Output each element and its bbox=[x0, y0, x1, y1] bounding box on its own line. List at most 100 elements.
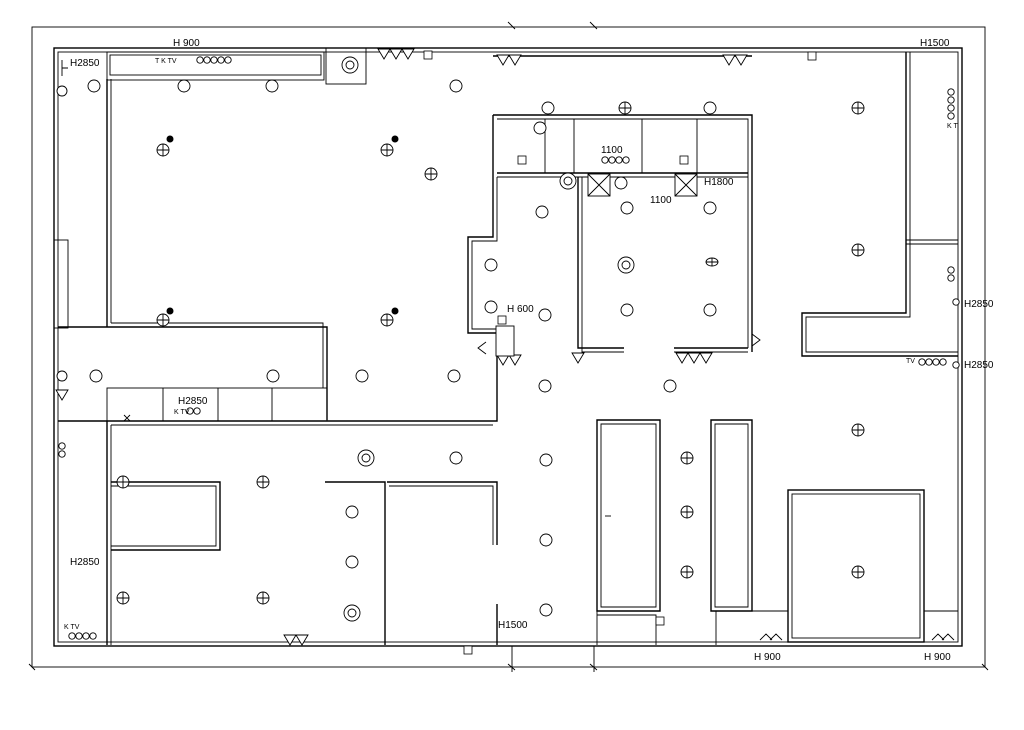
socket-row-icon bbox=[622, 156, 630, 164]
socket-row-icon bbox=[68, 632, 76, 640]
pendant-dot-icon bbox=[166, 135, 174, 143]
exterior-wall-inner bbox=[57, 51, 959, 643]
socket-triangle-icon bbox=[377, 48, 391, 60]
socket-column-icon bbox=[947, 104, 955, 112]
pendant-dot-icon bbox=[391, 135, 399, 143]
ceiling-light-icon bbox=[484, 258, 498, 272]
room-b-inner bbox=[714, 423, 749, 608]
room-a bbox=[596, 419, 661, 612]
bath-outer bbox=[493, 114, 753, 352]
walls-layer bbox=[28, 21, 989, 672]
socket-triangle-icon bbox=[571, 352, 585, 364]
ceiling-light-icon bbox=[449, 451, 463, 465]
socket-row-icon bbox=[210, 56, 218, 64]
label-h1500-top: H1500 bbox=[920, 38, 950, 49]
socket-strip-bl: K TV bbox=[64, 624, 80, 631]
ceiling-light-icon bbox=[535, 205, 549, 219]
bath-inner bbox=[497, 118, 749, 348]
crossed-light-cross-icon bbox=[852, 244, 864, 256]
bc-wall-c bbox=[389, 485, 494, 545]
socket-row-icon bbox=[615, 156, 623, 164]
exterior-wall-outer bbox=[53, 47, 963, 647]
crossed-light-cross-icon bbox=[381, 144, 393, 156]
label-1100-a: 1100 bbox=[601, 145, 623, 156]
ceiling-light-icon bbox=[538, 379, 552, 393]
socket-triangle-icon bbox=[283, 634, 297, 646]
ceiling-light-icon bbox=[663, 379, 677, 393]
socket-row-icon bbox=[82, 632, 90, 640]
right-col-inner bbox=[805, 52, 958, 353]
partition-b bbox=[581, 177, 624, 353]
label-h1800: H1800 bbox=[704, 177, 734, 188]
drain-cross-icon bbox=[706, 258, 718, 266]
labels: H 900 H1500 H2850 H2850 H2850 1100 1100 … bbox=[64, 38, 994, 663]
top-cabinet-inner bbox=[109, 54, 322, 76]
label-h900-br2: H 900 bbox=[924, 652, 951, 663]
mid-shelf bbox=[106, 387, 328, 422]
ceiling-light-icon bbox=[614, 176, 628, 190]
socket-triangle-icon bbox=[496, 354, 510, 366]
label-h2850-tl: H2850 bbox=[70, 58, 100, 69]
switch-box-icon bbox=[423, 50, 433, 60]
corner-mark-icon bbox=[61, 60, 68, 76]
crossed-light-cross-icon bbox=[157, 314, 169, 326]
spotlight-core-icon bbox=[361, 453, 371, 463]
socket-icon bbox=[56, 370, 68, 382]
label-1100-b: 1100 bbox=[650, 195, 672, 206]
wall-h323 bbox=[111, 322, 324, 388]
switch-box-icon bbox=[655, 616, 665, 626]
socket-row-icon bbox=[217, 56, 225, 64]
socket-column-icon bbox=[947, 88, 955, 96]
socket-triangle-icon bbox=[508, 354, 522, 366]
crossed-light-cross-icon bbox=[681, 566, 693, 578]
water-heater-icon bbox=[495, 325, 515, 357]
left-window bbox=[53, 239, 69, 329]
pendant-dot-icon bbox=[166, 307, 174, 315]
partition-a bbox=[577, 177, 624, 349]
crossed-light-cross-icon bbox=[257, 592, 269, 604]
socket-triangle-icon bbox=[496, 54, 510, 66]
socket-row-icon bbox=[925, 358, 933, 366]
outer-frame bbox=[31, 26, 986, 668]
socket-column-icon bbox=[947, 96, 955, 104]
socket-pair-icon bbox=[931, 633, 955, 641]
label-h1500-bot: H1500 bbox=[498, 620, 528, 631]
crossed-light-cross-icon bbox=[619, 102, 631, 114]
switch-box-icon bbox=[807, 51, 817, 61]
label-h600: H 600 bbox=[507, 304, 534, 315]
spotlight-core-icon bbox=[345, 60, 355, 70]
ceiling-light-icon bbox=[620, 201, 634, 215]
socket-triangle-icon bbox=[699, 352, 713, 364]
ceiling-light-icon bbox=[266, 369, 280, 383]
ceiling-light-icon bbox=[449, 79, 463, 93]
crossed-light-cross-icon bbox=[852, 102, 864, 114]
bc-wall-b bbox=[387, 481, 498, 545]
socket-column-icon bbox=[947, 274, 955, 282]
dim-ticks bbox=[28, 21, 989, 672]
cross-mark-icon bbox=[123, 414, 131, 422]
socket-triangle-icon bbox=[687, 352, 701, 364]
socket-column-icon bbox=[947, 112, 955, 120]
socket-strip-rv: K T bbox=[947, 123, 958, 130]
fixtures-layer bbox=[55, 48, 960, 655]
room-a-inner bbox=[600, 423, 657, 608]
big-box bbox=[787, 489, 925, 643]
ceiling-light-icon bbox=[703, 303, 717, 317]
ceiling-light-icon bbox=[447, 369, 461, 383]
socket-row-icon bbox=[203, 56, 211, 64]
crossed-light-cross-icon bbox=[117, 476, 129, 488]
crossed-light-cross-icon bbox=[681, 452, 693, 464]
switch-box-icon bbox=[497, 315, 507, 325]
socket-strip-right: TV bbox=[906, 358, 915, 365]
switch-box-icon bbox=[679, 155, 689, 165]
socket-row-icon bbox=[601, 156, 609, 164]
label-h2850-r2: H2850 bbox=[964, 360, 994, 371]
socket-row-icon bbox=[89, 632, 97, 640]
room-c bbox=[715, 610, 958, 645]
ceiling-light-icon bbox=[265, 79, 279, 93]
crossed-light-cross-icon bbox=[257, 476, 269, 488]
ceiling-light-icon bbox=[533, 121, 547, 135]
ceiling-light-icon bbox=[703, 101, 717, 115]
top-cabinet bbox=[106, 51, 325, 81]
